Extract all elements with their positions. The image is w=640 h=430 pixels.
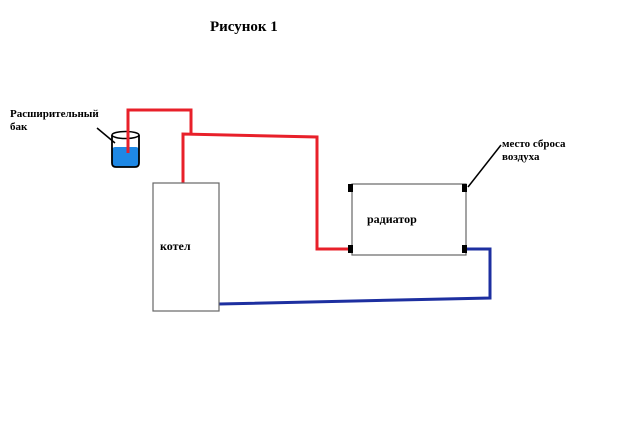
cold-return-pipe xyxy=(218,247,492,306)
boiler-label: котел xyxy=(160,239,191,253)
air-vent-pointer xyxy=(467,144,502,188)
tank-top-rim xyxy=(111,130,140,140)
radiator-plug-top-left xyxy=(348,184,353,192)
air-vent-label-line2: воздуха xyxy=(502,151,540,163)
tank-water xyxy=(112,147,139,167)
radiator-label: радиатор xyxy=(367,212,417,226)
expansion-tank xyxy=(111,135,140,168)
radiator-plug-bottom-right xyxy=(462,245,467,253)
boiler xyxy=(152,182,220,312)
air-vent-label-line1: место сброса xyxy=(502,138,566,150)
radiator xyxy=(351,183,467,256)
hot-supply-pipe xyxy=(181,132,352,251)
tank-connection-pipe xyxy=(126,108,193,153)
radiator-plug-top-right xyxy=(462,184,467,192)
figure-title: Рисунок 1 xyxy=(210,19,278,35)
tank-label-line2: бак xyxy=(10,121,28,133)
tank-label-line1: Расширительный xyxy=(10,108,99,120)
radiator-plug-bottom-left xyxy=(348,245,353,253)
